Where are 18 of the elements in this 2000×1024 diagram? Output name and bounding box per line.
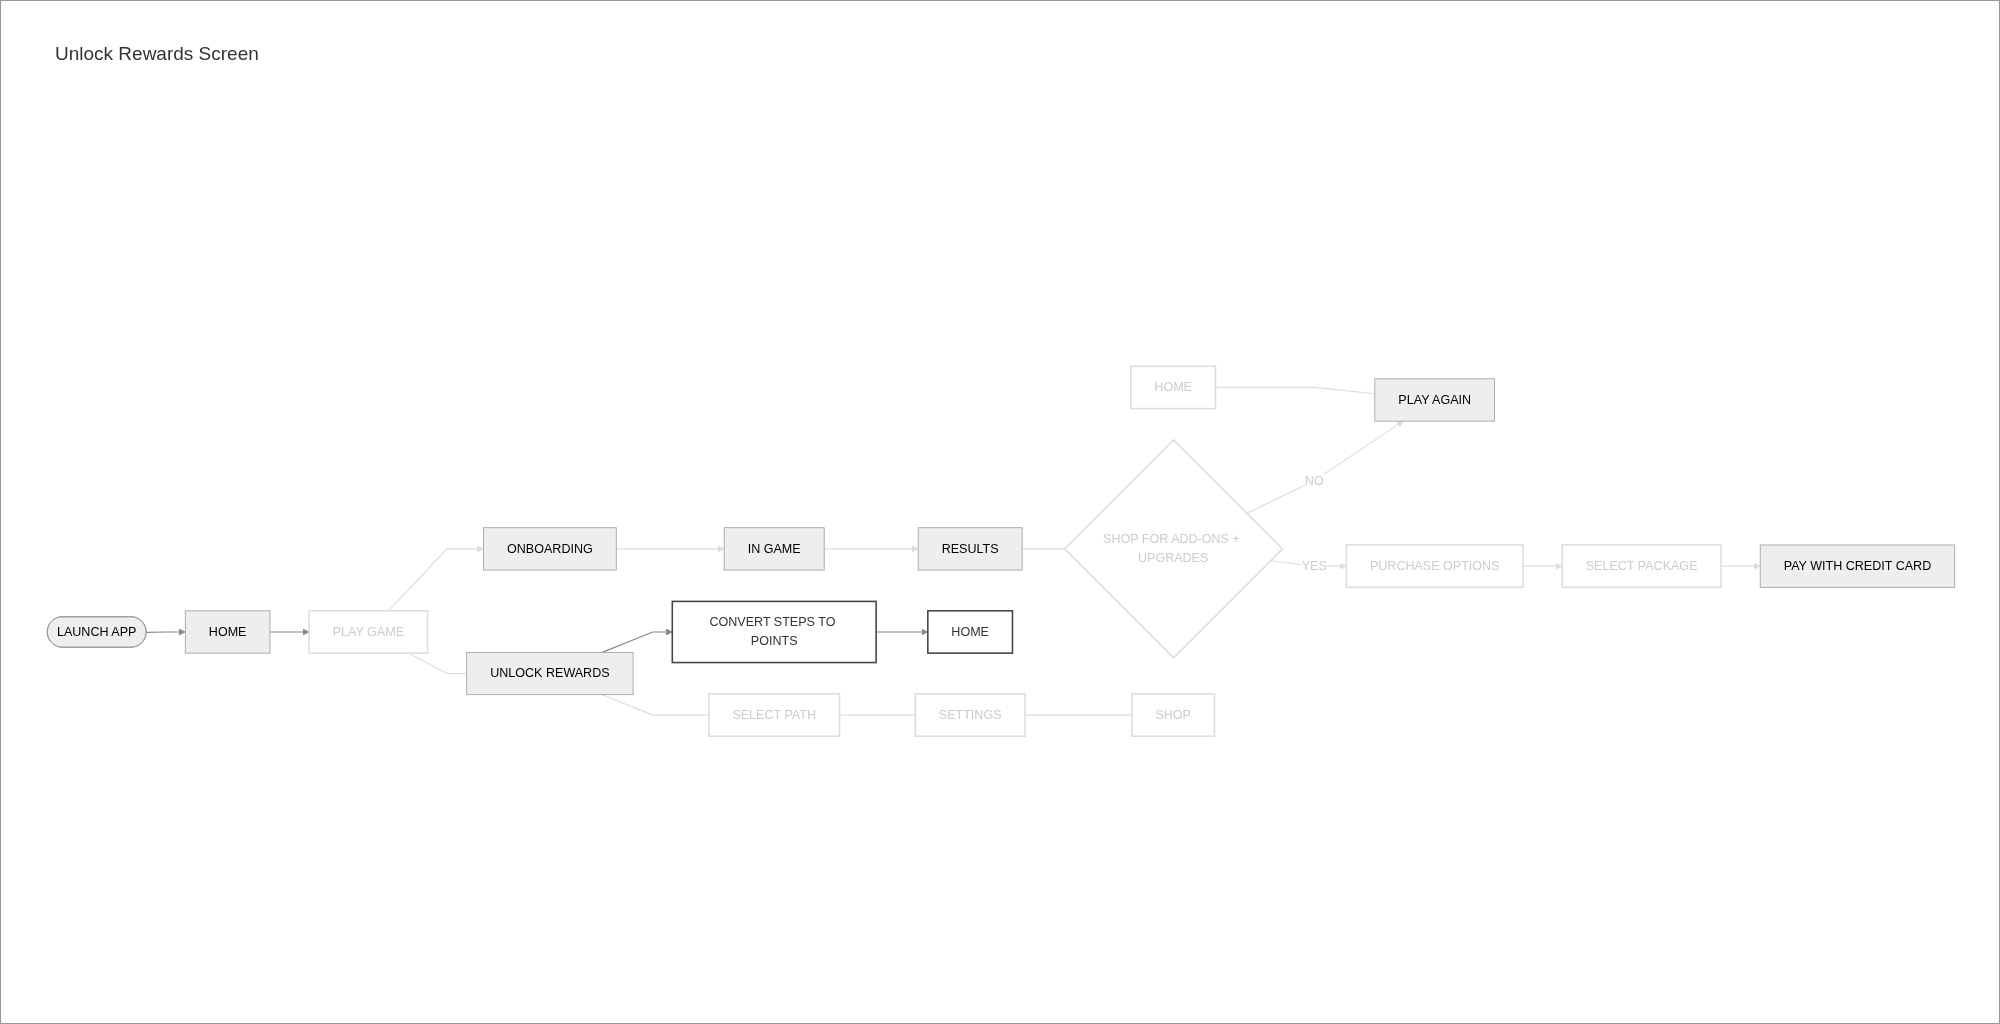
node-box: PAY WITH CREDIT CARD bbox=[1759, 544, 1956, 588]
arrow bbox=[1246, 420, 1404, 514]
diagram-title: Unlock Rewards Screen bbox=[55, 43, 259, 65]
arrow bbox=[615, 545, 725, 553]
arrow bbox=[145, 628, 186, 636]
node-box: PLAY AGAIN bbox=[1374, 378, 1495, 422]
connector bbox=[407, 652, 468, 674]
arrow bbox=[387, 545, 484, 612]
node-box: ONBOARDING bbox=[483, 527, 617, 571]
arrow bbox=[269, 628, 310, 636]
arrow bbox=[601, 628, 673, 653]
arrow bbox=[823, 545, 919, 553]
node-box: RESULTS bbox=[917, 527, 1023, 571]
node-box: CONVERT STEPS TO POINTS bbox=[671, 600, 877, 664]
node-box: HOME bbox=[184, 610, 271, 654]
node-box: HOME bbox=[927, 609, 1014, 654]
node-box: UNLOCK REWARDS bbox=[466, 651, 634, 695]
node-box: IN GAME bbox=[723, 527, 825, 571]
